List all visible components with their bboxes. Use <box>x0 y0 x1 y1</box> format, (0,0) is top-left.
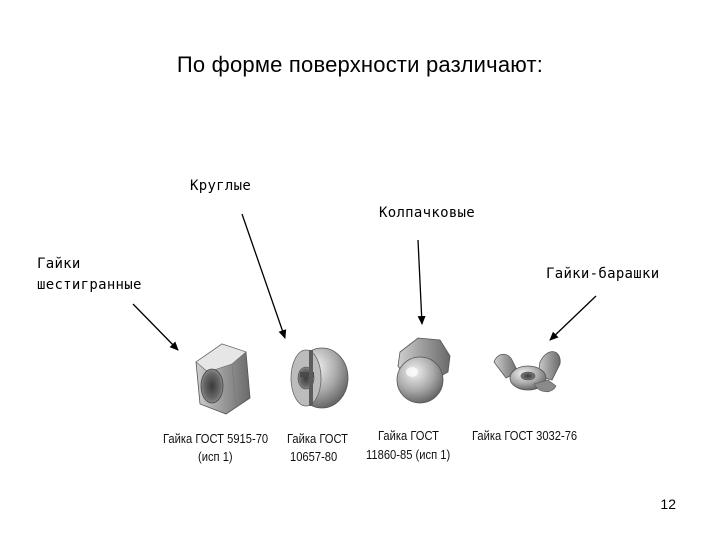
arrow-hex <box>132 303 179 351</box>
label-round: Круглые <box>190 178 252 194</box>
page-number: 12 <box>660 496 676 512</box>
caption-wing-line1: Гайка ГОСТ 3032-76 <box>472 428 578 443</box>
caption-round-line2: 10657-80 <box>290 449 338 464</box>
wing-nut-icon <box>493 351 561 393</box>
slide-title: По форме поверхности различают: <box>176 52 544 77</box>
cap-nut-icon <box>396 337 451 404</box>
caption-round-line1: Гайка ГОСТ <box>287 431 349 446</box>
caption-cap-line1: Гайка ГОСТ <box>378 428 440 443</box>
caption-hex-line1: Гайка ГОСТ 5915-70 <box>163 431 269 446</box>
round-nut-icon <box>290 347 349 409</box>
arrow-cap <box>417 239 426 325</box>
label-wing: Гайки-барашки <box>546 266 660 282</box>
caption-hex-line2: (исп 1) <box>198 449 233 464</box>
arrow-round <box>241 213 287 339</box>
label-hex-line2: шестигранные <box>37 277 142 293</box>
label-cap: Колпачковые <box>379 205 476 221</box>
hex-nut-icon <box>195 343 251 415</box>
caption-cap-line2: 11860-85 (исп 1) <box>366 447 451 462</box>
label-hex-line1: Гайки <box>37 256 81 272</box>
arrow-wing <box>549 295 597 341</box>
